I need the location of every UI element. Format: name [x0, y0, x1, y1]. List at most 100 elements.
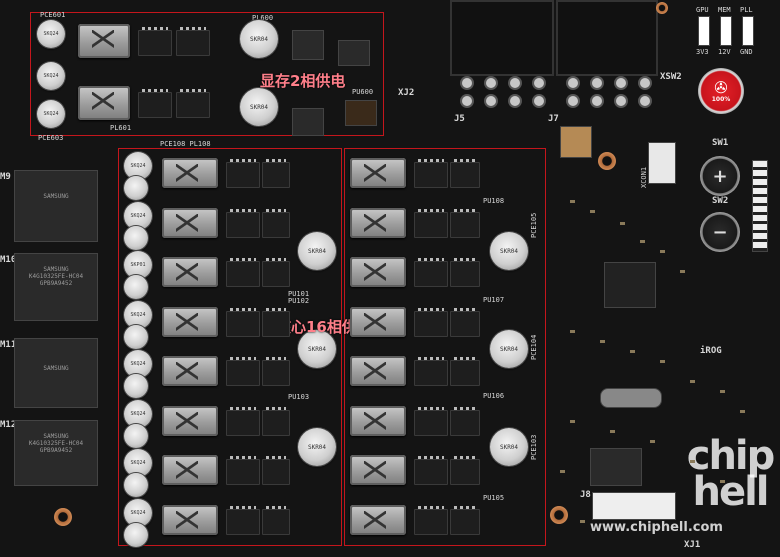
label-mem: MEM — [718, 6, 731, 14]
status-led-gpu — [698, 16, 710, 46]
core-cap-left-1: SKQ24 — [124, 152, 152, 180]
label-pce105: PCE105 — [530, 212, 538, 238]
memory-chip-m12: SAMSUNG K4G10325FE-HC04 GPB9A9452 — [14, 420, 98, 486]
memory-cap-big-1: SKR04 — [240, 20, 278, 58]
connector-pin — [592, 96, 602, 106]
connector-pin — [640, 96, 650, 106]
label-j7: J7 — [548, 114, 559, 124]
smd-component — [610, 430, 615, 433]
smd-component — [690, 380, 695, 383]
smd-component — [620, 222, 625, 225]
xcon1-connector — [648, 142, 676, 184]
core-mosfet-right-7 — [414, 456, 448, 485]
label-gnd: GND — [740, 48, 753, 56]
core-cap-big-5: SKR04 — [490, 330, 528, 368]
core-choke-left-2 — [162, 207, 218, 238]
fan-icon: ✇ — [714, 77, 728, 97]
core-cap-left-8: SKQ24 — [124, 498, 152, 527]
core-cap-left-6: SKQ24 — [124, 399, 152, 428]
memory-mosfet-4 — [176, 89, 210, 118]
smd-component — [570, 420, 575, 423]
label-pce603: PCE603 — [38, 134, 64, 142]
core-cap-left-3: SKP01 — [124, 251, 152, 279]
memory-chip-m10: SAMSUNG K4G10325FE-HC04 GPB9A9452 — [14, 253, 98, 321]
core-cap-left-2: SKQ24 — [124, 201, 152, 230]
label-pu102: PU102 — [288, 297, 310, 305]
label-pu103: PU103 — [288, 393, 310, 401]
core-cap-left-b-8 — [124, 522, 148, 547]
smd-component — [650, 440, 655, 443]
smd-component — [600, 340, 605, 343]
core-vrm-outline-left — [118, 148, 342, 546]
smd-component — [660, 360, 665, 363]
core-cap-left-7: SKQ24 — [124, 449, 152, 477]
label-gpu: GPU — [696, 6, 709, 14]
core-mosfet-left-6 — [226, 406, 260, 436]
core-mosfet-left-b-7 — [262, 456, 290, 485]
core-cap-left-b-7 — [124, 473, 148, 497]
label-m9: M9 — [0, 172, 11, 182]
memory-mosfet-1 — [138, 27, 172, 56]
smd-component — [680, 270, 685, 273]
core-mosfet-left-b-4 — [262, 307, 290, 337]
smd-component — [720, 480, 725, 483]
core-cap-left-b-6 — [124, 423, 148, 448]
core-choke-right-1 — [350, 158, 406, 188]
smd-component — [660, 250, 665, 253]
sw2-minus-button[interactable]: − — [700, 212, 740, 252]
connector-pin — [486, 96, 496, 106]
power-connector-j5 — [450, 0, 554, 76]
controller-brand: iROG — [700, 346, 722, 356]
mounting-hole-3 — [550, 506, 568, 524]
core-mosfet-left-b-6 — [262, 406, 290, 436]
core-mosfet-left-5 — [226, 357, 260, 386]
core-mosfet-left-b-2 — [262, 208, 290, 238]
label-xcon1: XCON1 — [640, 166, 648, 188]
core-choke-right-6 — [350, 405, 406, 436]
connector-pin — [486, 78, 496, 88]
core-mosfet-right-b-8 — [450, 505, 480, 535]
fan-button[interactable]: ✇ 100% — [698, 68, 744, 114]
xj1-connector — [592, 492, 676, 520]
core-mosfet-right-b-1 — [450, 159, 480, 188]
memory-cap-3: SKQ24 — [37, 100, 65, 128]
core-choke-right-4 — [350, 306, 406, 337]
core-choke-left-7 — [162, 455, 218, 485]
core-cap-left-b-5 — [124, 374, 148, 398]
core-mosfet-right-5 — [414, 357, 448, 386]
memory-controller-chip — [338, 40, 370, 66]
connector-pin — [510, 78, 520, 88]
label-xsw2: XSW2 — [660, 72, 682, 82]
core-cap-big-6: SKR04 — [490, 428, 528, 466]
label-pce108: PCE108 PL108 — [160, 140, 211, 148]
core-choke-left-4 — [162, 306, 218, 337]
memory-cap-1: SKQ24 — [37, 20, 65, 48]
led-bar — [752, 160, 768, 252]
annotation-memory-phase: 显存2相供电 — [260, 72, 346, 90]
core-choke-right-5 — [350, 356, 406, 386]
core-choke-right-8 — [350, 504, 406, 535]
label-pu600: PU600 — [352, 88, 374, 96]
smd-component — [570, 200, 575, 203]
core-mosfet-right-b-6 — [450, 406, 480, 436]
core-mosfet-right-1 — [414, 159, 448, 188]
memory-vrm-outline — [30, 12, 384, 136]
core-choke-right-3 — [350, 257, 406, 287]
core-choke-left-1 — [162, 158, 218, 188]
label-j8: J8 — [580, 490, 591, 500]
smd-component — [580, 520, 585, 523]
voltage-regulator — [590, 448, 642, 486]
sw1-plus-button[interactable]: + — [700, 156, 740, 196]
label-pl601: PL601 — [110, 124, 132, 132]
smd-component — [560, 470, 565, 473]
core-mosfet-right-8 — [414, 505, 448, 535]
memory-cap-2: SKQ24 — [37, 62, 65, 90]
core-choke-right-7 — [350, 455, 406, 485]
connector-pin — [616, 78, 626, 88]
label-pu107: PU107 — [483, 296, 505, 304]
core-mosfet-left-2 — [226, 208, 260, 238]
label-pll: PLL — [740, 6, 753, 14]
core-choke-left-6 — [162, 405, 218, 436]
core-cap-big-4: SKR04 — [490, 232, 528, 270]
crystal-oscillator — [600, 388, 662, 408]
